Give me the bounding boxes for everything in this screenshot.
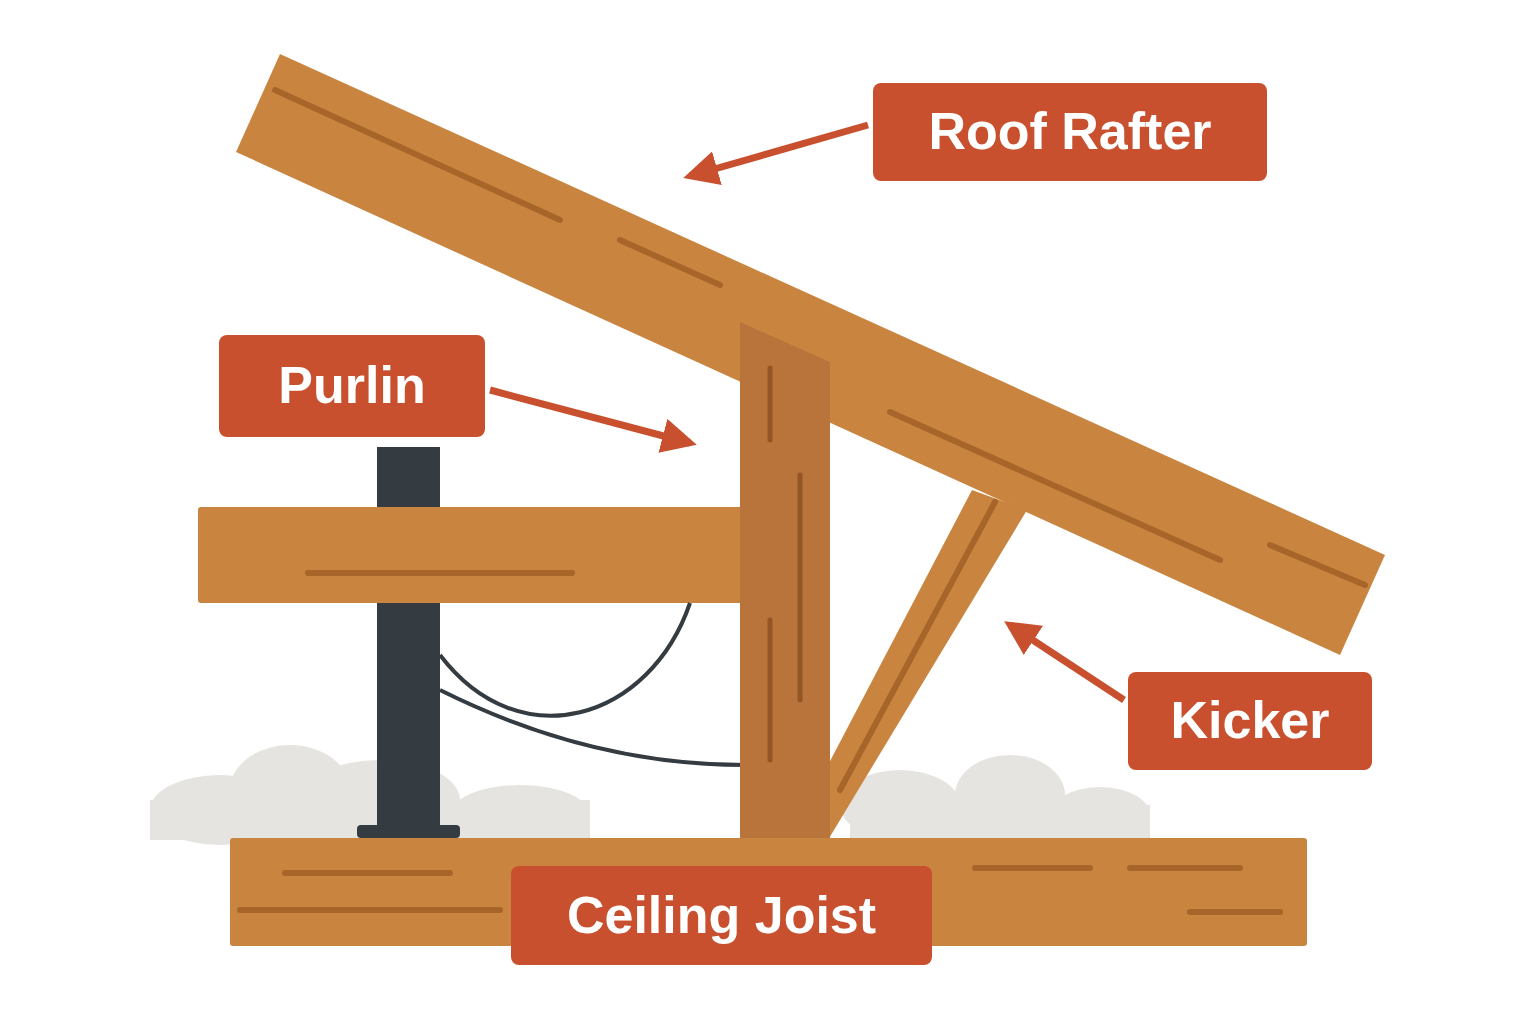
kicker-brace [828, 490, 1027, 840]
label-text: Kicker [1171, 692, 1330, 749]
callout-label: Roof Rafter [873, 83, 1267, 181]
callout-label: Kicker [1128, 672, 1372, 770]
callout-label: Ceiling Joist [511, 866, 932, 965]
label-text: Roof Rafter [928, 103, 1211, 160]
horizontal-beam [198, 507, 748, 603]
cables [440, 603, 745, 765]
label-text: Purlin [278, 357, 425, 414]
insulation [150, 745, 1150, 845]
ceiling-joist [230, 838, 1307, 946]
label-text: Ceiling Joist [567, 887, 876, 944]
vertical-post [740, 322, 830, 840]
steel-post [357, 447, 460, 838]
leader-arrows [490, 125, 1124, 700]
callout-label: Purlin [219, 335, 485, 437]
